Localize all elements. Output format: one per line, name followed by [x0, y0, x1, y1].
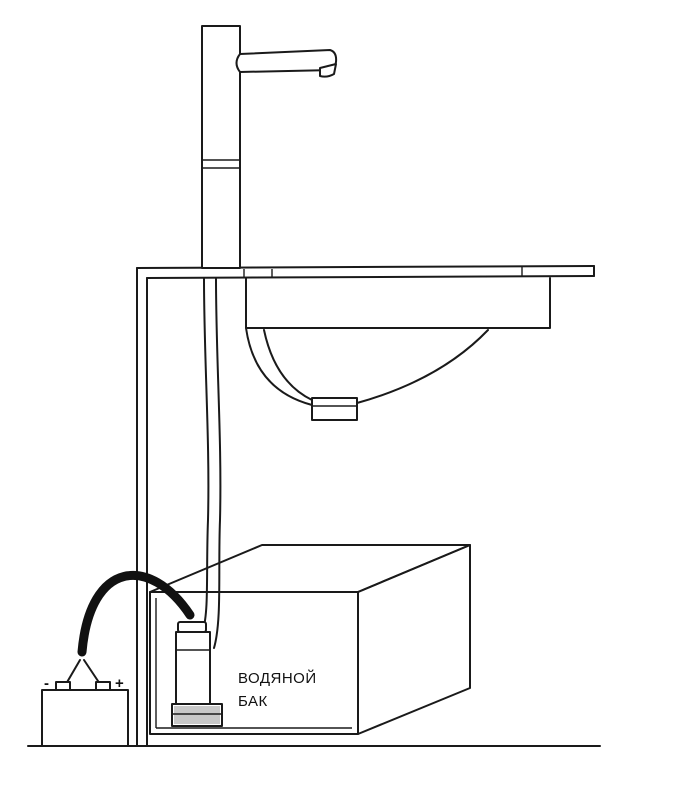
supply-hose: [202, 277, 222, 649]
battery-plus-sign: +: [115, 675, 124, 692]
battery: - +: [41, 675, 129, 747]
cabinet-side-wall: [136, 267, 148, 747]
tank-label: ВОДЯНОЙ БАК: [238, 669, 317, 710]
sink-basin: [245, 277, 551, 421]
water-tank: [149, 544, 471, 735]
tank-label-line2: БАК: [238, 693, 268, 710]
pump: [171, 621, 223, 727]
faucet: [201, 25, 338, 269]
battery-minus-sign: -: [44, 675, 49, 692]
tank-label-line1: ВОДЯНОЙ: [238, 669, 317, 687]
power-cable: [65, 571, 195, 685]
